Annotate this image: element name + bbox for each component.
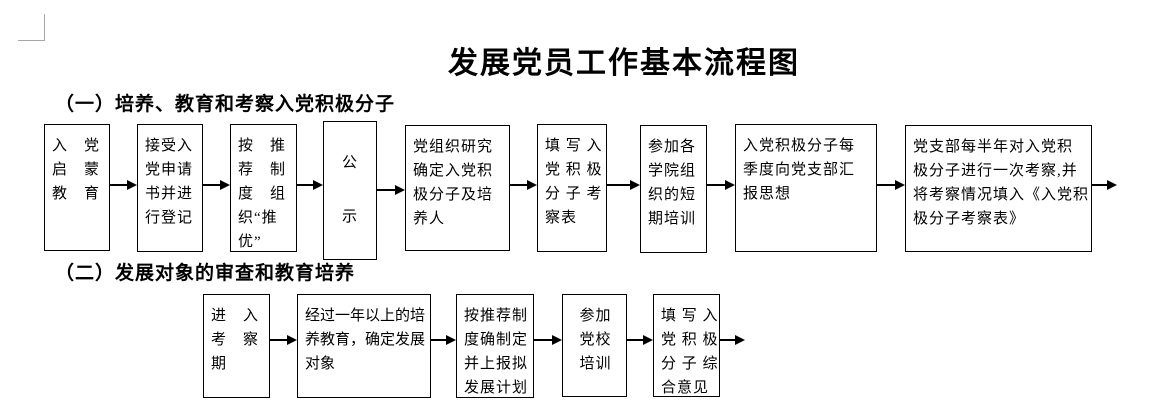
flow-box-label: 参加各 学院组 织的短 期培训	[648, 139, 697, 227]
flow-box-s2-2: 经过一年以上的培 养教育，确定发展 对象	[297, 294, 431, 398]
flow-box-s1-3: 按 推 荐 制 度 组 织“推 优”	[230, 124, 297, 252]
flow-box-s2-5: 填 写 入 党 积 极 分 子 综 合意见	[653, 294, 720, 397]
section-2-heading: （二）发展对象的审查和教育培养	[55, 263, 356, 284]
flow-arrow-right	[510, 180, 537, 190]
flow-box-label: 党支部每半年对入党积 极分子进行一次考察,并 将考察情况填入《入党积 极分子考察…	[913, 139, 1090, 227]
flow-box-label: 经过一年以上的培 养教育，确定发展 对象	[305, 308, 426, 372]
flow-box-label: 进 入 考 察 期	[211, 308, 260, 372]
flow-arrow-right	[203, 180, 230, 190]
flow-arrow-right	[534, 335, 562, 345]
flow-box-label: 入党积极分子每 季度向党支部汇 报思想	[743, 138, 856, 202]
flow-arrow-right	[270, 335, 297, 345]
flow-box-label: 党组织研究 确定入党积 极分子及培 养人	[413, 139, 494, 227]
flow-arrow-right	[431, 335, 456, 345]
flow-arrow-right	[707, 180, 735, 190]
flow-box-s2-4: 参加 党校 培训	[562, 294, 627, 397]
flow-box-label: 接受入 党申请 书并进 行登记	[145, 138, 194, 226]
flow-box-s1-4: 公 示	[323, 121, 377, 260]
flow-box-s1-8: 入党积极分子每 季度向党支部汇 报思想	[735, 124, 877, 252]
flow-box-label: 填 写 入 党 积 极 分 子 综 合意见	[661, 308, 719, 396]
flow-arrow-right	[607, 180, 640, 190]
flow-box-label: 入 党 启 蒙 教 育	[52, 138, 101, 202]
flow-arrow-right	[297, 180, 323, 190]
flow-box-s1-6: 填 写 入 党 积 极 分 子 考 察表	[537, 124, 607, 252]
flow-arrow-right	[627, 335, 653, 345]
flow-box-label: 填 写 入 党 积 极 分 子 考 察表	[545, 138, 603, 226]
flow-box-label: 按推荐制 度确制定 并上报拟 发展计划	[464, 308, 529, 396]
flow-arrow-exit	[1092, 180, 1117, 190]
flow-arrow-exit	[720, 335, 745, 345]
flow-box-s1-9: 党支部每半年对入党积 极分子进行一次考察,并 将考察情况填入《入党积 极分子考察…	[905, 125, 1092, 252]
flow-box-label: 公 示	[341, 155, 358, 225]
page-margin-mark	[44, 14, 45, 41]
flow-box-s1-7: 参加各 学院组 织的短 期培训	[640, 125, 707, 253]
flow-box-label: 按 推 荐 制 度 组 织“推 优”	[238, 138, 287, 250]
flow-box-s2-1: 进 入 考 察 期	[203, 294, 270, 398]
page-margin-mark	[18, 40, 45, 41]
flow-arrow-right	[110, 180, 137, 190]
page-title: 发展党员工作基本流程图	[448, 47, 800, 80]
flow-arrow-right	[377, 185, 405, 195]
flow-box-label: 参加 党校 培训	[579, 308, 612, 372]
section-1-heading: （一）培养、教育和考察入党积极分子	[55, 94, 396, 115]
flow-box-s1-1: 入 党 启 蒙 教 育	[44, 124, 110, 251]
flow-box-s2-3: 按推荐制 度确制定 并上报拟 发展计划	[456, 294, 534, 398]
flow-box-s1-2: 接受入 党申请 书并进 行登记	[137, 124, 203, 252]
flow-arrow-right	[877, 180, 905, 190]
flow-box-s1-5: 党组织研究 确定入党积 极分子及培 养人	[405, 125, 510, 251]
